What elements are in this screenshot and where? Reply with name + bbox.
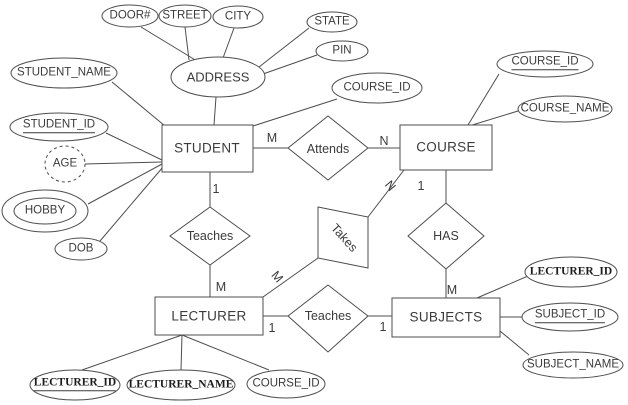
entity-lecturer-label: LECTURER xyxy=(171,308,247,324)
connector-age-student xyxy=(84,161,163,165)
cardinality-lecturer-teaches: 1 xyxy=(268,320,276,335)
attribute-studentid-ellipse xyxy=(9,112,109,142)
attribute-subjectname-ellipse xyxy=(522,351,624,379)
connector-city-address xyxy=(222,27,235,59)
connector-state-address xyxy=(258,27,310,68)
attribute-street-label: STREET xyxy=(162,9,208,22)
attribute-door-label: DOOR# xyxy=(109,9,151,22)
attribute-coursename-ellipse xyxy=(517,95,613,123)
connector-pin-address xyxy=(262,54,318,75)
attribute-lecturername-ellipse xyxy=(126,369,236,401)
relationship-takes-box xyxy=(317,206,369,269)
attribute-city-label: CITY xyxy=(224,10,252,23)
attribute-address-label: ADDRESS xyxy=(186,69,250,85)
attribute-studentname-label: STUDENT_NAME xyxy=(17,66,111,79)
cardinality-has-subjects: M xyxy=(446,282,458,297)
connector-subjects-lecturerid xyxy=(476,275,529,299)
attribute-coursename-label: COURSE_NAME xyxy=(520,102,610,115)
relationship-attends-diamond xyxy=(287,115,369,181)
attribute-studentid-label: STUDENT_ID xyxy=(22,119,96,133)
attribute-courseid-ellipse xyxy=(496,50,594,78)
connector-studentname-student xyxy=(111,81,166,127)
cardinality-attends-course: N xyxy=(379,133,389,148)
attribute-age-label: AGE xyxy=(52,157,78,170)
attribute-lecturer-courseid-ellipse xyxy=(246,369,326,399)
connector-address-student xyxy=(213,96,217,126)
relationship-teaches2-label: Teaches xyxy=(304,308,352,323)
attribute-lecturer-courseid-label: COURSE_ID xyxy=(252,377,320,390)
entity-course-label: COURSE xyxy=(416,139,476,155)
cardinality-teaches-lecturer: M xyxy=(215,279,227,294)
connector-studentid-student xyxy=(105,132,163,161)
attribute-lecturerid-label: LECTURER_ID xyxy=(33,377,117,391)
attribute-studentname-ellipse xyxy=(10,57,118,89)
attribute-subjectid-label: SUBJECT_ID xyxy=(534,309,606,323)
connector-lecturer-lecturerid xyxy=(81,334,183,371)
attribute-pin-label: PIN xyxy=(332,44,352,57)
attribute-subjects-lecturerid-label: LECTURER_ID xyxy=(529,265,613,278)
attribute-pin-ellipse xyxy=(315,40,369,62)
cardinality-student-teaches: 1 xyxy=(212,181,220,196)
relationship-teaches2-diamond xyxy=(287,284,369,353)
relationship-has-diamond xyxy=(407,202,485,270)
connector-course-takes xyxy=(367,169,405,218)
connector-takes-lecturer xyxy=(262,257,319,298)
cardinality-student-attends: M xyxy=(266,130,278,145)
attribute-lecturername-label: LECTURER_NAME xyxy=(128,378,234,391)
attribute-dob-ellipse xyxy=(54,237,108,261)
attribute-state-label: STATE xyxy=(314,15,350,28)
attribute-address-ellipse xyxy=(170,56,266,98)
attribute-street-ellipse xyxy=(158,4,212,28)
connector-lecturer-lecturername xyxy=(180,334,183,371)
entity-subjects-label: SUBJECTS xyxy=(409,309,483,325)
relationship-has-label: HAS xyxy=(433,228,459,243)
cardinality-teaches-subjects: 1 xyxy=(379,319,387,334)
attribute-door-ellipse xyxy=(101,4,159,28)
connector-courseid-student xyxy=(252,98,338,127)
connector-subjects-subjectname xyxy=(499,330,530,356)
attribute-subjectname-label: SUBJECT_NAME xyxy=(526,358,620,371)
connector-dob-student xyxy=(99,166,164,242)
attribute-age-ellipse xyxy=(44,145,86,183)
entity-course-box xyxy=(399,124,493,171)
relationship-teaches1-label: Teaches xyxy=(186,228,234,243)
attribute-hobby-inner-ellipse xyxy=(13,197,77,225)
connector-street-address xyxy=(184,26,190,61)
attribute-student-courseid-ellipse xyxy=(331,72,423,104)
attribute-city-ellipse xyxy=(212,5,264,29)
relationship-attends-label: Attends xyxy=(306,141,350,156)
connector-door-address xyxy=(140,26,198,62)
relationship-teaches1-diamond xyxy=(169,206,251,266)
attribute-student-courseid-label: COURSE_ID xyxy=(343,81,411,94)
connector-courseid-course xyxy=(467,73,500,126)
connector-coursename-course xyxy=(468,110,519,127)
attribute-lecturerid-ellipse xyxy=(29,369,121,401)
attribute-subjects-lecturerid-ellipse xyxy=(524,256,618,288)
attribute-dob-label: DOB xyxy=(68,242,94,255)
connector-hobby-student xyxy=(87,163,163,205)
entity-student-label: STUDENT xyxy=(174,140,240,156)
entity-student-box xyxy=(161,124,254,173)
attribute-courseid-label: COURSE_ID xyxy=(511,56,579,70)
entity-lecturer-box xyxy=(154,296,264,336)
entity-subjects-box xyxy=(391,297,501,338)
cardinality-course-has: 1 xyxy=(417,178,425,193)
attribute-hobby-label: HOBBY xyxy=(24,204,66,217)
attribute-subjectid-ellipse xyxy=(521,302,619,332)
attribute-state-ellipse xyxy=(306,11,358,33)
connector-lecturer-courseid xyxy=(181,334,270,371)
